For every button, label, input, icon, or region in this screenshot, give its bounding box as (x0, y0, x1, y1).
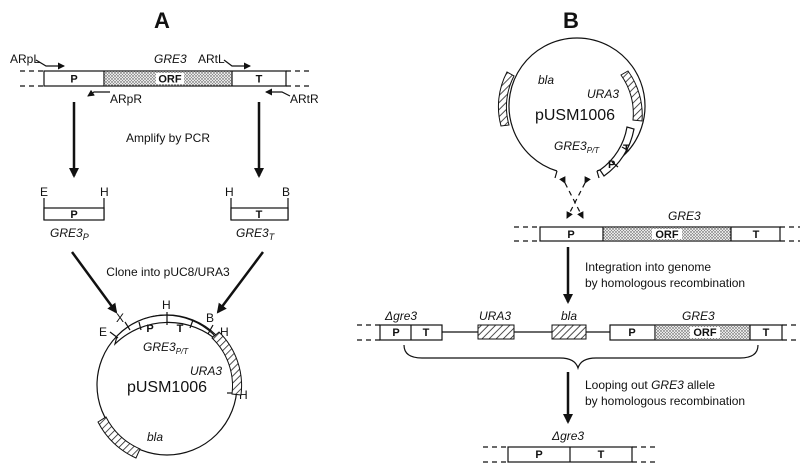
svg-text:bla: bla (561, 309, 577, 323)
bla-marker-a (97, 416, 141, 459)
gre3-locus-a: P ORF T (20, 70, 312, 87)
site-e: E (99, 325, 107, 339)
loop-brace (403, 344, 759, 371)
gre3-gene-label-a: GRE3 (154, 52, 187, 66)
plasmid-b: bla URA3 P T GRE3P/T pUSM1006 (497, 37, 646, 179)
svg-text:GRE3T: GRE3T (236, 226, 276, 242)
svg-text:T: T (623, 143, 630, 155)
segment-orf-a: ORF (158, 74, 182, 86)
svg-text:T: T (763, 327, 770, 339)
svg-text:H: H (100, 185, 109, 199)
svg-text:P: P (70, 209, 77, 221)
panel-label-b: B (563, 8, 579, 33)
svg-text:T: T (177, 323, 184, 335)
segment-p-a: P (70, 74, 77, 86)
svg-text:T: T (753, 229, 760, 241)
svg-text:GRE3P/T: GRE3P/T (143, 340, 189, 356)
svg-text:URA3: URA3 (479, 309, 511, 323)
crossover-arrows (559, 176, 591, 219)
svg-text:GRE3: GRE3 (682, 309, 715, 323)
site-x: X (116, 311, 124, 325)
plasmid-b-ring (508, 37, 646, 172)
site-h1: H (162, 298, 171, 312)
svg-text:T: T (256, 209, 263, 221)
svg-text:ARtL: ARtL (198, 52, 225, 66)
clone-arrow-right (216, 251, 264, 314)
svg-text:ORF: ORF (655, 229, 679, 241)
svg-text:Δgre3: Δgre3 (551, 429, 584, 443)
svg-text:P: P (535, 449, 542, 461)
loopout-step-line2: by homologous recombination (585, 394, 745, 408)
integration-step-line1: Integration into genome (585, 260, 711, 274)
gre3-gene-label-b: GRE3 (668, 209, 701, 223)
svg-text:ARtR: ARtR (290, 92, 319, 106)
svg-text:E: E (40, 185, 48, 199)
plasmid-a-name: pUSM1006 (127, 379, 207, 396)
svg-text:P: P (608, 159, 615, 171)
svg-text:ARpR: ARpR (110, 92, 142, 106)
integration-step-line2: by homologous recombination (585, 276, 745, 290)
site-h3: H (239, 388, 248, 402)
ura3-marker-a (211, 331, 243, 396)
plasmid-b-name: pUSM1006 (535, 107, 615, 124)
integrated-locus: Δgre3 URA3 bla GRE3 P T P ORF T (357, 309, 800, 341)
plasmid-a: P T GRE3P/T E X H B H H URA3 bla pUSM100… (96, 298, 248, 459)
promoter-fragment: E H P GRE3P (40, 185, 109, 242)
svg-text:URA3: URA3 (587, 87, 619, 101)
svg-text:P: P (567, 229, 574, 241)
loopout-step-line1: Looping out GRE3 allele (585, 378, 715, 392)
svg-text:bla: bla (147, 430, 163, 444)
svg-text:GRE3P/T: GRE3P/T (554, 139, 600, 155)
bla-marker-b (497, 71, 515, 127)
primer-artr: ARtR (265, 88, 319, 106)
svg-text:ORF: ORF (693, 327, 717, 339)
primer-arpl: ARpL (10, 52, 65, 70)
svg-text:P: P (392, 327, 399, 339)
clone-label: Clone into pUC8/URA3 (106, 265, 230, 279)
svg-text:P: P (146, 323, 153, 335)
svg-text:GRE3P: GRE3P (50, 226, 89, 242)
panel-label-a: A (154, 8, 170, 33)
svg-text:ARpL: ARpL (10, 52, 40, 66)
primer-arpr: ARpR (87, 89, 142, 106)
site-b: B (206, 311, 214, 325)
svg-text:Δgre3: Δgre3 (384, 309, 417, 323)
svg-text:P: P (628, 327, 635, 339)
svg-text:T: T (423, 327, 430, 339)
svg-text:B: B (282, 185, 290, 199)
primer-artl: ARtL (198, 52, 251, 70)
site-h2: H (220, 325, 229, 339)
ura3-marker-b (620, 70, 643, 122)
terminator-fragment: H B T GRE3T (225, 185, 290, 242)
gre3-locus-b: P ORF T (514, 226, 800, 242)
svg-text:URA3: URA3 (190, 364, 222, 378)
svg-text:H: H (225, 185, 234, 199)
svg-text:bla: bla (538, 73, 554, 87)
amplify-label: Amplify by PCR (126, 131, 210, 145)
svg-text:T: T (598, 449, 605, 461)
deletion-allele: Δgre3 P T (483, 429, 656, 463)
clone-arrow-left (70, 251, 118, 314)
insert-arc-b (599, 126, 635, 177)
segment-t-a: T (256, 74, 263, 86)
